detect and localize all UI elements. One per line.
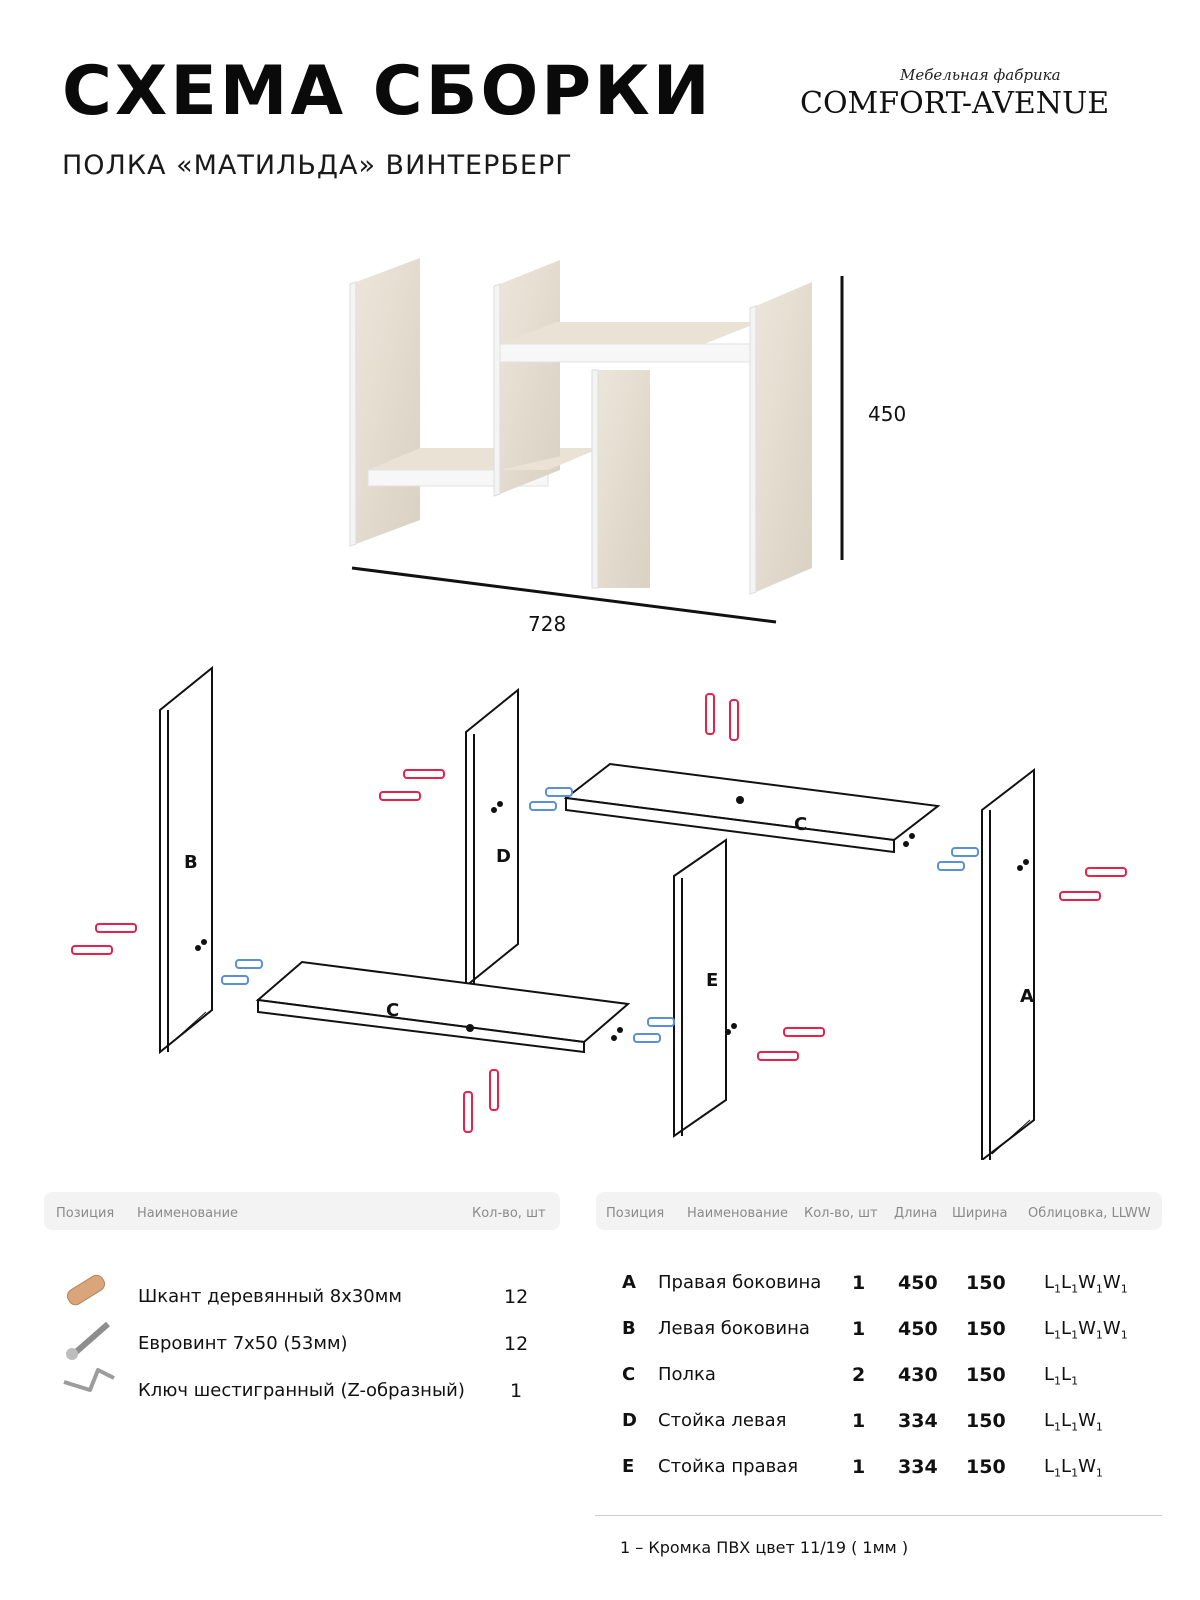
part-qty: 2 xyxy=(852,1364,866,1386)
part-length: 334 xyxy=(898,1456,938,1478)
hw-item-qty: 12 xyxy=(504,1286,529,1308)
hw-item-name: Евровинт 7х50 (53мм) xyxy=(138,1333,348,1354)
dowel-markers xyxy=(71,693,1127,1133)
panel-label-d: D xyxy=(496,846,511,867)
product-subtitle: ПОЛКА «МАТИЛЬДА» ВИНТЕРБЕРГ xyxy=(62,150,573,181)
panel-label-c-upper: C xyxy=(794,814,808,835)
part-length: 334 xyxy=(898,1410,938,1432)
hw-header-name: Наименование xyxy=(137,1206,239,1221)
height-dimension: 450 xyxy=(868,402,907,426)
exploded-diagram xyxy=(159,665,1035,1160)
brand-logo: COMFORT-AVENUE xyxy=(800,86,1110,121)
part-width: 150 xyxy=(966,1456,1006,1478)
panel-label-c-lower: C xyxy=(386,1000,400,1021)
part-width: 150 xyxy=(966,1410,1006,1432)
parts-header-length: Длина xyxy=(894,1206,938,1221)
width-dimension: 728 xyxy=(528,612,567,636)
part-width: 150 xyxy=(966,1318,1006,1340)
part-qty: 1 xyxy=(852,1272,866,1294)
part-position: E xyxy=(622,1456,635,1477)
part-name: Правая боковина xyxy=(658,1272,822,1293)
hardware-table-header xyxy=(44,1192,560,1230)
part-position: D xyxy=(622,1410,637,1431)
screw-markers xyxy=(221,787,979,1043)
hw-item-name: Ключ шестигранный (Z-образный) xyxy=(138,1380,465,1401)
parts-header-qty: Кол-во, шт xyxy=(804,1206,878,1221)
shelf-render xyxy=(349,258,812,595)
part-qty: 1 xyxy=(852,1456,866,1478)
parts-header-position: Позиция xyxy=(606,1206,665,1221)
hw-header-qty: Кол-во, шт xyxy=(472,1206,546,1221)
fastener-holes xyxy=(195,796,1029,1041)
part-width: 150 xyxy=(966,1272,1006,1294)
part-qty: 1 xyxy=(852,1318,866,1340)
euro-screw-icon xyxy=(66,1321,110,1360)
parts-header-edging: Облицовка, LLWW xyxy=(1028,1206,1151,1221)
product-illustration xyxy=(71,258,1127,1160)
footnote: 1 – Кромка ПВХ цвет 11/19 ( 1мм ) xyxy=(620,1538,909,1557)
part-edging: L1L1 xyxy=(1044,1364,1079,1388)
width-dimension-line xyxy=(351,566,777,624)
part-name: Стойка левая xyxy=(658,1410,787,1431)
parts-table-header xyxy=(596,1192,1162,1230)
panel-label-a: A xyxy=(1020,986,1034,1007)
part-length: 450 xyxy=(898,1318,938,1340)
part-name: Стойка правая xyxy=(658,1456,799,1477)
part-edging: L1L1W1 xyxy=(1044,1410,1103,1434)
part-length: 450 xyxy=(898,1272,938,1294)
panel-label-b: B xyxy=(184,852,198,873)
table-divider xyxy=(595,1515,1162,1516)
part-length: 430 xyxy=(898,1364,938,1386)
parts-header-name: Наименование xyxy=(687,1206,789,1221)
part-name: Левая боковина xyxy=(658,1318,810,1339)
part-name: Полка xyxy=(658,1364,716,1385)
hw-header-position: Позиция xyxy=(56,1206,115,1221)
panel-label-e: E xyxy=(706,970,719,991)
hw-item-name: Шкант деревянный 8х30мм xyxy=(138,1286,402,1307)
part-edging: L1L1W1 xyxy=(1044,1456,1103,1480)
brand-tagline: Мебельная фабрика xyxy=(900,66,1061,84)
part-edging: L1L1W1W1 xyxy=(1044,1318,1128,1342)
hw-item-qty: 1 xyxy=(510,1380,523,1402)
part-position: A xyxy=(622,1272,636,1293)
hex-key-icon xyxy=(63,1368,115,1392)
part-qty: 1 xyxy=(852,1410,866,1432)
part-edging: L1L1W1W1 xyxy=(1044,1272,1128,1296)
page-title: СХЕМА СБОРКИ xyxy=(62,52,713,131)
part-position: B xyxy=(622,1318,636,1339)
wooden-dowel-icon xyxy=(66,1274,106,1306)
hw-item-qty: 12 xyxy=(504,1333,529,1355)
part-position: C xyxy=(622,1364,636,1385)
part-width: 150 xyxy=(966,1364,1006,1386)
parts-header-width: Ширина xyxy=(952,1206,1008,1221)
